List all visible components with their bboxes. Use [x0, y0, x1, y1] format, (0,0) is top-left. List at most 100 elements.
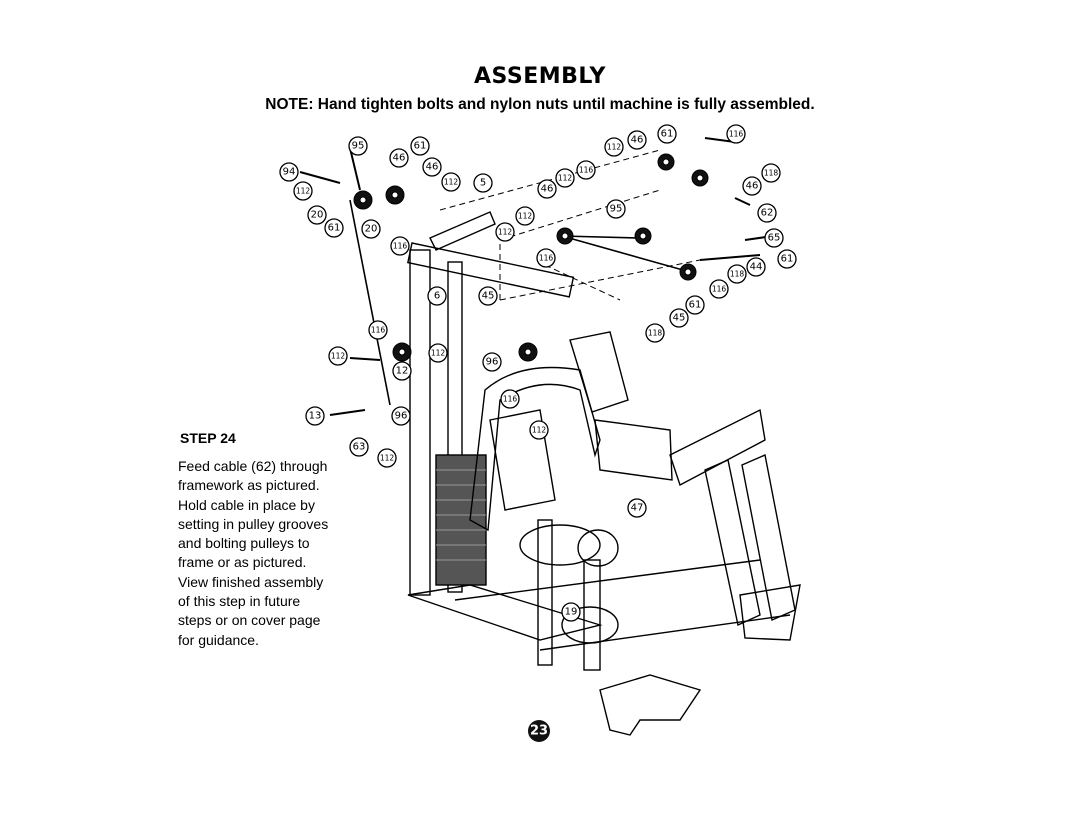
part-callout: 46 [422, 157, 442, 177]
callout-label: 118 [648, 329, 663, 338]
part-callout: 5 [473, 173, 493, 193]
pulleys [353, 153, 709, 362]
callout-label: 46 [393, 153, 406, 164]
callout-label: 95 [610, 204, 623, 215]
part-callout: 46 [389, 148, 409, 168]
part-callout: 61 [324, 218, 344, 238]
part-callout: 118 [645, 323, 665, 343]
callout-label: 112 [518, 212, 533, 221]
callout-label: 19 [565, 607, 578, 618]
part-callout: 61 [410, 136, 430, 156]
callout-label: 112 [380, 454, 395, 463]
callout-label: 46 [631, 135, 644, 146]
callout-label: 96 [486, 357, 499, 368]
part-callout: 112 [555, 168, 575, 188]
part-callout: 46 [627, 130, 647, 150]
instruction-line: framework as pictured. [178, 477, 320, 494]
part-callout: 13 [305, 406, 325, 426]
part-callout: 112 [328, 346, 348, 366]
part-callout: 116 [536, 248, 556, 268]
part-callout: 112 [495, 222, 515, 242]
callout-label: 95 [352, 141, 365, 152]
callout-label: 118 [730, 270, 745, 279]
assembly-note: NOTE: Hand tighten bolts and nylon nuts … [265, 96, 815, 113]
page-number-badge: 23 [528, 720, 550, 742]
callout-label: 116 [393, 242, 408, 251]
callout-label: 46 [746, 181, 759, 192]
callout-label: 65 [768, 233, 781, 244]
part-callout: 95 [606, 199, 626, 219]
part-callout: 63 [349, 437, 369, 457]
callout-label: 45 [482, 291, 495, 302]
part-callout: 116 [368, 320, 388, 340]
instruction-line: View finished assembly [178, 573, 324, 590]
callout-label: 63 [353, 442, 366, 453]
part-callout: 45 [669, 308, 689, 328]
part-callout: 12 [392, 361, 412, 381]
instruction-line: setting in pulley grooves [178, 515, 329, 532]
callout-label: 61 [781, 254, 794, 265]
instruction-line: Hold cable in place by [178, 496, 315, 513]
part-callout: 47 [627, 498, 647, 518]
part-callout: 95 [348, 136, 368, 156]
callout-label: 20 [365, 224, 378, 235]
part-callout: 94 [279, 162, 299, 182]
callout-label: 45 [673, 313, 686, 324]
part-callout: 118 [727, 264, 747, 284]
part-callout: 116 [390, 236, 410, 256]
callout-label: 13 [309, 411, 322, 422]
instruction-line: Feed cable (62) through [178, 458, 328, 474]
callout-label: 112 [331, 352, 346, 361]
page-number: 23 [530, 724, 548, 739]
callout-label: 112 [296, 187, 311, 196]
callout-label: 6 [434, 291, 440, 302]
part-callout: 112 [377, 448, 397, 468]
part-callout: 96 [482, 352, 502, 372]
callout-label: 116 [729, 130, 744, 139]
callout-label: 12 [396, 366, 409, 377]
callout-label: 112 [498, 228, 513, 237]
callout-label: 112 [532, 426, 547, 435]
callout-label: 44 [750, 262, 763, 273]
part-callout: 20 [307, 205, 327, 225]
callout-label: 112 [431, 349, 446, 358]
machine-frame [349, 199, 801, 736]
part-callout: 61 [685, 295, 705, 315]
callout-label: 112 [607, 143, 622, 152]
part-callout: 6 [427, 286, 447, 306]
part-callout: 61 [657, 124, 677, 144]
part-callout: 116 [709, 279, 729, 299]
callout-label: 46 [426, 162, 439, 173]
part-callout: 46 [537, 179, 557, 199]
callout-label: 116 [539, 254, 554, 263]
part-callout: 112 [428, 343, 448, 363]
part-callout: 44 [746, 257, 766, 277]
part-callout: 19 [561, 602, 581, 622]
instruction-line: of this step in future [178, 593, 301, 610]
callout-label: 94 [283, 167, 296, 178]
part-callout: 112 [441, 172, 461, 192]
part-callout: 46 [742, 176, 762, 196]
step-title: STEP 24 [180, 430, 236, 446]
callout-label: 96 [395, 411, 408, 422]
part-callout: 20 [361, 219, 381, 239]
part-callout: 61 [777, 249, 797, 269]
instruction-line: and bolting pulleys to [178, 535, 310, 552]
callout-label: 61 [661, 129, 674, 140]
callout-label: 116 [503, 395, 518, 404]
part-callout: 112 [529, 420, 549, 440]
callout-label: 112 [558, 174, 573, 183]
part-callout: 116 [500, 389, 520, 409]
instruction-line: for guidance. [178, 631, 259, 648]
callout-label: 118 [764, 169, 779, 178]
part-callout: 65 [764, 228, 784, 248]
part-callout: 118 [761, 163, 781, 183]
part-callout: 116 [726, 124, 746, 144]
callout-label: 47 [631, 503, 644, 514]
callout-label: 62 [761, 208, 774, 219]
callout-label: 116 [371, 326, 386, 335]
callout-label: 116 [712, 285, 727, 294]
callout-label: 5 [480, 178, 486, 189]
